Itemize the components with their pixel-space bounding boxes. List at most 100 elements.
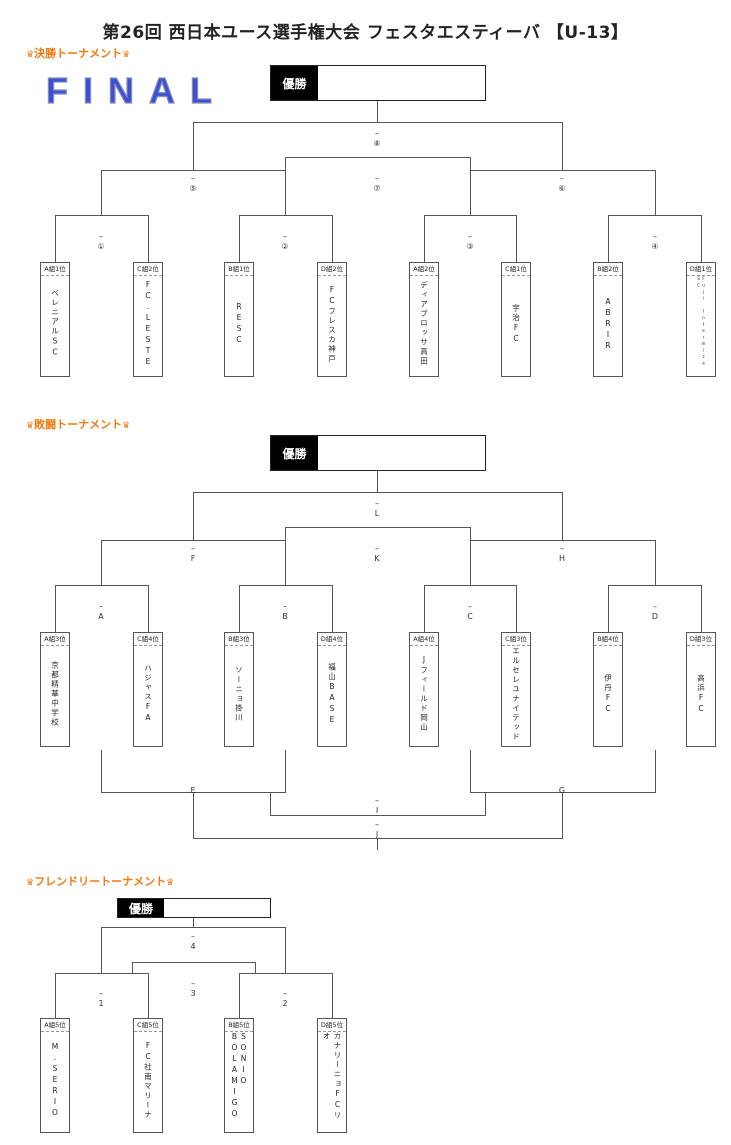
bracket-line — [270, 792, 271, 815]
consolation-tournament-heading: ♛敗闘トーナメント♛ — [26, 416, 130, 432]
heading-text: 敗闘トーナメント — [34, 418, 123, 431]
match-label: 2 — [282, 999, 288, 1008]
match-label: ⑦ — [373, 184, 381, 193]
team-seed: D組1位 — [687, 263, 715, 276]
bracket-line — [285, 927, 286, 973]
match-label: D — [651, 612, 659, 621]
match-dash: – — [283, 232, 287, 241]
team-box: D組4位福山BASE — [317, 632, 347, 747]
match-dash: – — [468, 232, 472, 241]
team-seed: C組1位 — [502, 263, 530, 276]
crown-icon: ♛ — [122, 421, 131, 431]
team-name: 宇治FC — [511, 303, 521, 345]
team-seed: C組5位 — [134, 1019, 162, 1032]
team-seed: A組1位 — [41, 263, 69, 276]
team-box: C組3位エルセレユナイテッド — [501, 632, 531, 747]
bracket-line — [239, 585, 333, 586]
bracket-line — [562, 792, 563, 838]
team-box: C組4位ハジャスFA — [133, 632, 163, 747]
bracket-line — [239, 215, 333, 216]
bracket-line — [101, 540, 102, 585]
bracket-line — [424, 215, 425, 262]
match-label: K — [374, 554, 380, 563]
team-seed: C組3位 — [502, 633, 530, 646]
match-dash: – — [375, 499, 379, 508]
winner-name-field[interactable] — [164, 899, 270, 917]
winner-box: 優勝 — [270, 435, 486, 471]
bracket-line — [148, 215, 149, 262]
bracket-line — [470, 540, 656, 541]
match-label: F — [190, 554, 196, 563]
match-dash: – — [283, 602, 287, 611]
match-label: 1 — [98, 999, 104, 1008]
match-dash: – — [468, 602, 472, 611]
bracket-line — [655, 170, 656, 215]
bracket-line — [655, 540, 656, 585]
team-name: 福山BASE — [327, 662, 337, 726]
bracket-line — [562, 492, 563, 540]
team-seed: A組3位 — [41, 633, 69, 646]
bracket-line — [470, 157, 471, 215]
final-tournament-heading: ♛決勝トーナメント♛ — [26, 45, 130, 61]
team-name: ディアブロッサ高田 — [419, 281, 429, 367]
bracket-line — [285, 157, 286, 215]
match-dash: – — [653, 602, 657, 611]
bracket-line — [55, 215, 56, 262]
crown-icon: ♛ — [166, 878, 175, 888]
bracket-line — [148, 585, 149, 632]
match-dash: – — [191, 979, 195, 988]
bracket-line — [516, 585, 517, 632]
bracket-line — [193, 918, 194, 927]
bracket-line — [193, 492, 563, 493]
bracket-line — [655, 750, 656, 792]
match-label: B — [282, 612, 288, 621]
match-label: C — [467, 612, 473, 621]
match-dash: – — [560, 544, 564, 553]
match-dash: – — [375, 174, 379, 183]
bracket-line — [239, 585, 240, 632]
match-label: ① — [97, 242, 105, 251]
bracket-line — [470, 527, 471, 585]
bracket-line — [701, 215, 702, 262]
team-seed: B組1位 — [225, 263, 253, 276]
bracket-line — [701, 585, 702, 632]
team-seed: D組2位 — [318, 263, 346, 276]
heading-text: フレンドリートーナメント — [34, 875, 167, 888]
bracket-line — [377, 838, 378, 850]
bracket-line — [239, 973, 333, 974]
match-label: J — [375, 830, 379, 839]
bracket-line — [285, 527, 286, 585]
match-label: ③ — [466, 242, 474, 251]
team-name: RESC — [234, 302, 244, 346]
bracket-line — [193, 838, 563, 839]
team-box: B組4位伊丹FC — [593, 632, 623, 747]
match-label: ④ — [651, 242, 659, 251]
team-seed: A組5位 — [41, 1019, 69, 1032]
team-name: ABRIR — [603, 296, 613, 352]
team-seed: D組5位 — [318, 1019, 346, 1032]
match-label: I — [375, 806, 379, 815]
crown-icon: ♛ — [122, 50, 131, 60]
team-seed: A組2位 — [410, 263, 438, 276]
winner-label: 優勝 — [118, 899, 164, 917]
team-name: Fuji Intermiza SC — [696, 276, 706, 367]
crown-icon: ♛ — [26, 50, 35, 60]
team-seed: B組3位 — [225, 633, 253, 646]
bracket-line — [101, 750, 102, 792]
winner-label: 優勝 — [271, 66, 318, 100]
team-name: 伊丹FC — [603, 673, 613, 715]
bracket-line — [101, 170, 102, 215]
bracket-line — [285, 157, 471, 158]
bracket-line — [193, 492, 194, 540]
bracket-line — [470, 170, 656, 171]
match-label: E — [190, 786, 196, 795]
match-label: L — [374, 509, 380, 518]
bracket-line — [239, 973, 240, 1018]
winner-label: 優勝 — [271, 436, 318, 470]
bracket-line — [55, 973, 56, 1018]
winner-name-field[interactable] — [318, 436, 485, 470]
winner-name-field[interactable] — [318, 66, 485, 100]
bracket-line — [424, 585, 517, 586]
